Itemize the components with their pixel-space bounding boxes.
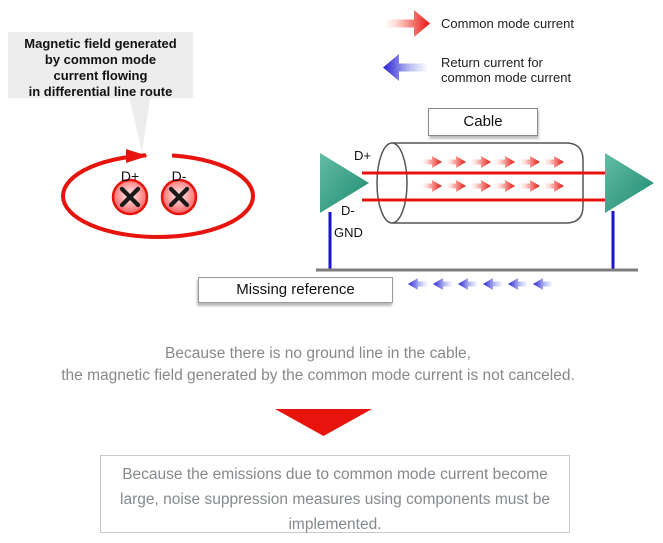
legend-common-mode-label: Common mode current [441, 16, 574, 31]
missing-reference-box: Missing reference [198, 277, 393, 303]
loop-direction-arrow-icon [126, 149, 148, 163]
x-mark-icon [119, 186, 190, 208]
down-arrow-icon [275, 409, 372, 436]
loop-gap [146, 147, 172, 163]
receiver-triangle-icon [605, 153, 654, 213]
callout-line: current flowing [53, 68, 148, 83]
magnetic-field-callout: Magnetic field generated by common mode … [8, 32, 193, 99]
callout-line: Magnetic field generated [24, 36, 177, 51]
driver-triangle-icon [320, 153, 369, 213]
conclusion-line2: the magnetic field generated by the comm… [61, 367, 575, 384]
loop-dminus-label: D- [171, 168, 187, 184]
callout-line: by common mode [44, 52, 157, 67]
magnetic-field-loop [61, 153, 255, 239]
cable-cylinder-end [376, 142, 408, 224]
legend-return-label-line2: common mode current [441, 70, 572, 85]
conclusion-line1: Because there is no ground line in the c… [165, 345, 471, 362]
legend-return-label-line1: Return current for [441, 55, 543, 70]
action-box: Because the emissions due to common mode… [100, 455, 570, 533]
return-current-arrow-icon [383, 54, 428, 81]
dminus-label: D- [341, 203, 355, 218]
gnd-label: GND [334, 225, 363, 240]
callout-tail [128, 92, 151, 153]
cable-label-box: Cable [428, 108, 538, 136]
return-current-arrows [408, 278, 553, 290]
loop-dplus-label: D+ [120, 168, 140, 184]
common-mode-arrow-icon [385, 10, 430, 37]
dplus-label: D+ [354, 148, 371, 163]
callout-line: in differential line route [28, 84, 173, 99]
